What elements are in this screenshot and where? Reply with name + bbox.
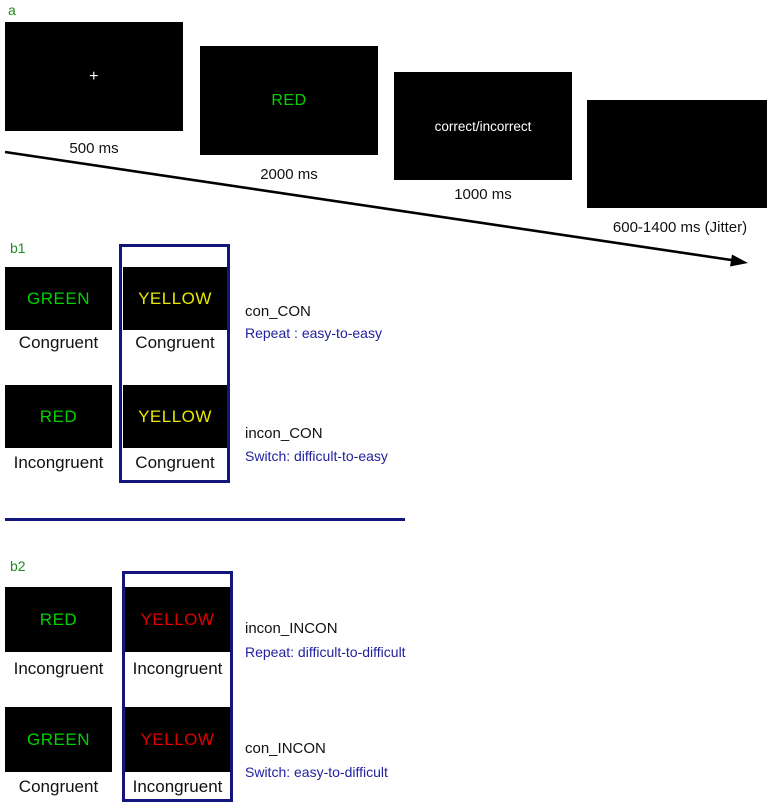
screen-frame-jitter	[587, 100, 767, 208]
b1-row1-prev-type: Congruent	[18, 333, 99, 352]
panel-a-label: a	[8, 2, 16, 18]
b2-row1-prev-word: RED	[39, 609, 78, 629]
b1-row2-prev-screen: RED	[5, 385, 112, 448]
b2-row1-transition-label: Repeat: difficult-to-difficult	[245, 644, 406, 660]
frame-duration-jitter: 600-1400 ms (Jitter)	[612, 219, 748, 236]
b1-row1-transition-label: Repeat : easy-to-easy	[245, 325, 382, 341]
stimulus-word: RED	[271, 91, 307, 109]
b2-row2-prev-type: Congruent	[18, 777, 99, 796]
b1-row2-prev-type: Incongruent	[13, 453, 104, 472]
b1-row1-prev-word: GREEN	[27, 288, 90, 308]
b1-row2-curr-type: Congruent	[135, 453, 215, 472]
b1-row2-prev-word: RED	[39, 406, 78, 426]
b2-current-trial-outline	[122, 571, 233, 802]
b2-row2-curr-word: YELLOW	[140, 729, 215, 749]
b1-row1-condition-name: con_CON	[245, 303, 311, 320]
fixation-cross: +	[89, 67, 99, 85]
b1-row1-prev-screen: GREEN	[5, 267, 112, 330]
b1-row2-curr-screen: YELLOW	[123, 385, 227, 448]
b1-row2-condition-name: incon_CON	[245, 425, 323, 442]
b1-row1-curr-word: YELLOW	[138, 288, 212, 308]
frame-duration-fixation: 500 ms	[69, 140, 119, 157]
b2-row1-prev-type: Incongruent	[13, 659, 104, 678]
screen-frame-fixation: +	[5, 22, 183, 131]
b2-row1-curr-type: Incongruent	[132, 659, 223, 678]
b2-row2-transition-label: Switch: easy-to-difficult	[245, 764, 388, 780]
b2-row1-prev-screen: RED	[5, 587, 112, 652]
section-divider	[5, 518, 405, 521]
b2-row2-condition-name: con_INCON	[245, 740, 326, 757]
b1-row2-curr-word: YELLOW	[138, 406, 212, 426]
b2-row1-curr-word: YELLOW	[140, 609, 215, 629]
b2-row1-curr-screen: YELLOW	[125, 587, 230, 652]
b1-row1-curr-type: Congruent	[135, 333, 215, 352]
b1-row1-curr-screen: YELLOW	[123, 267, 227, 330]
b2-row2-prev-word: GREEN	[27, 729, 90, 749]
screen-frame-word: RED	[200, 46, 378, 155]
b2-row2-curr-screen: YELLOW	[125, 707, 230, 772]
b2-row1-condition-name: incon_INCON	[245, 620, 338, 637]
frame-duration-word: 2000 ms	[260, 166, 318, 183]
panel-b2-label: b2	[10, 558, 26, 574]
frame-duration-feedback: 1000 ms	[454, 186, 512, 203]
b1-row2-transition-label: Switch: difficult-to-easy	[245, 448, 388, 464]
b1-current-trial-outline	[119, 244, 230, 483]
b2-row2-curr-type: Incongruent	[132, 777, 223, 796]
screen-frame-feedback: correct/incorrect	[394, 72, 572, 180]
panel-b1-label: b1	[10, 240, 26, 256]
b2-row2-prev-screen: GREEN	[5, 707, 112, 772]
feedback-text: correct/incorrect	[434, 118, 532, 134]
timeline-arrow	[4, 150, 748, 267]
